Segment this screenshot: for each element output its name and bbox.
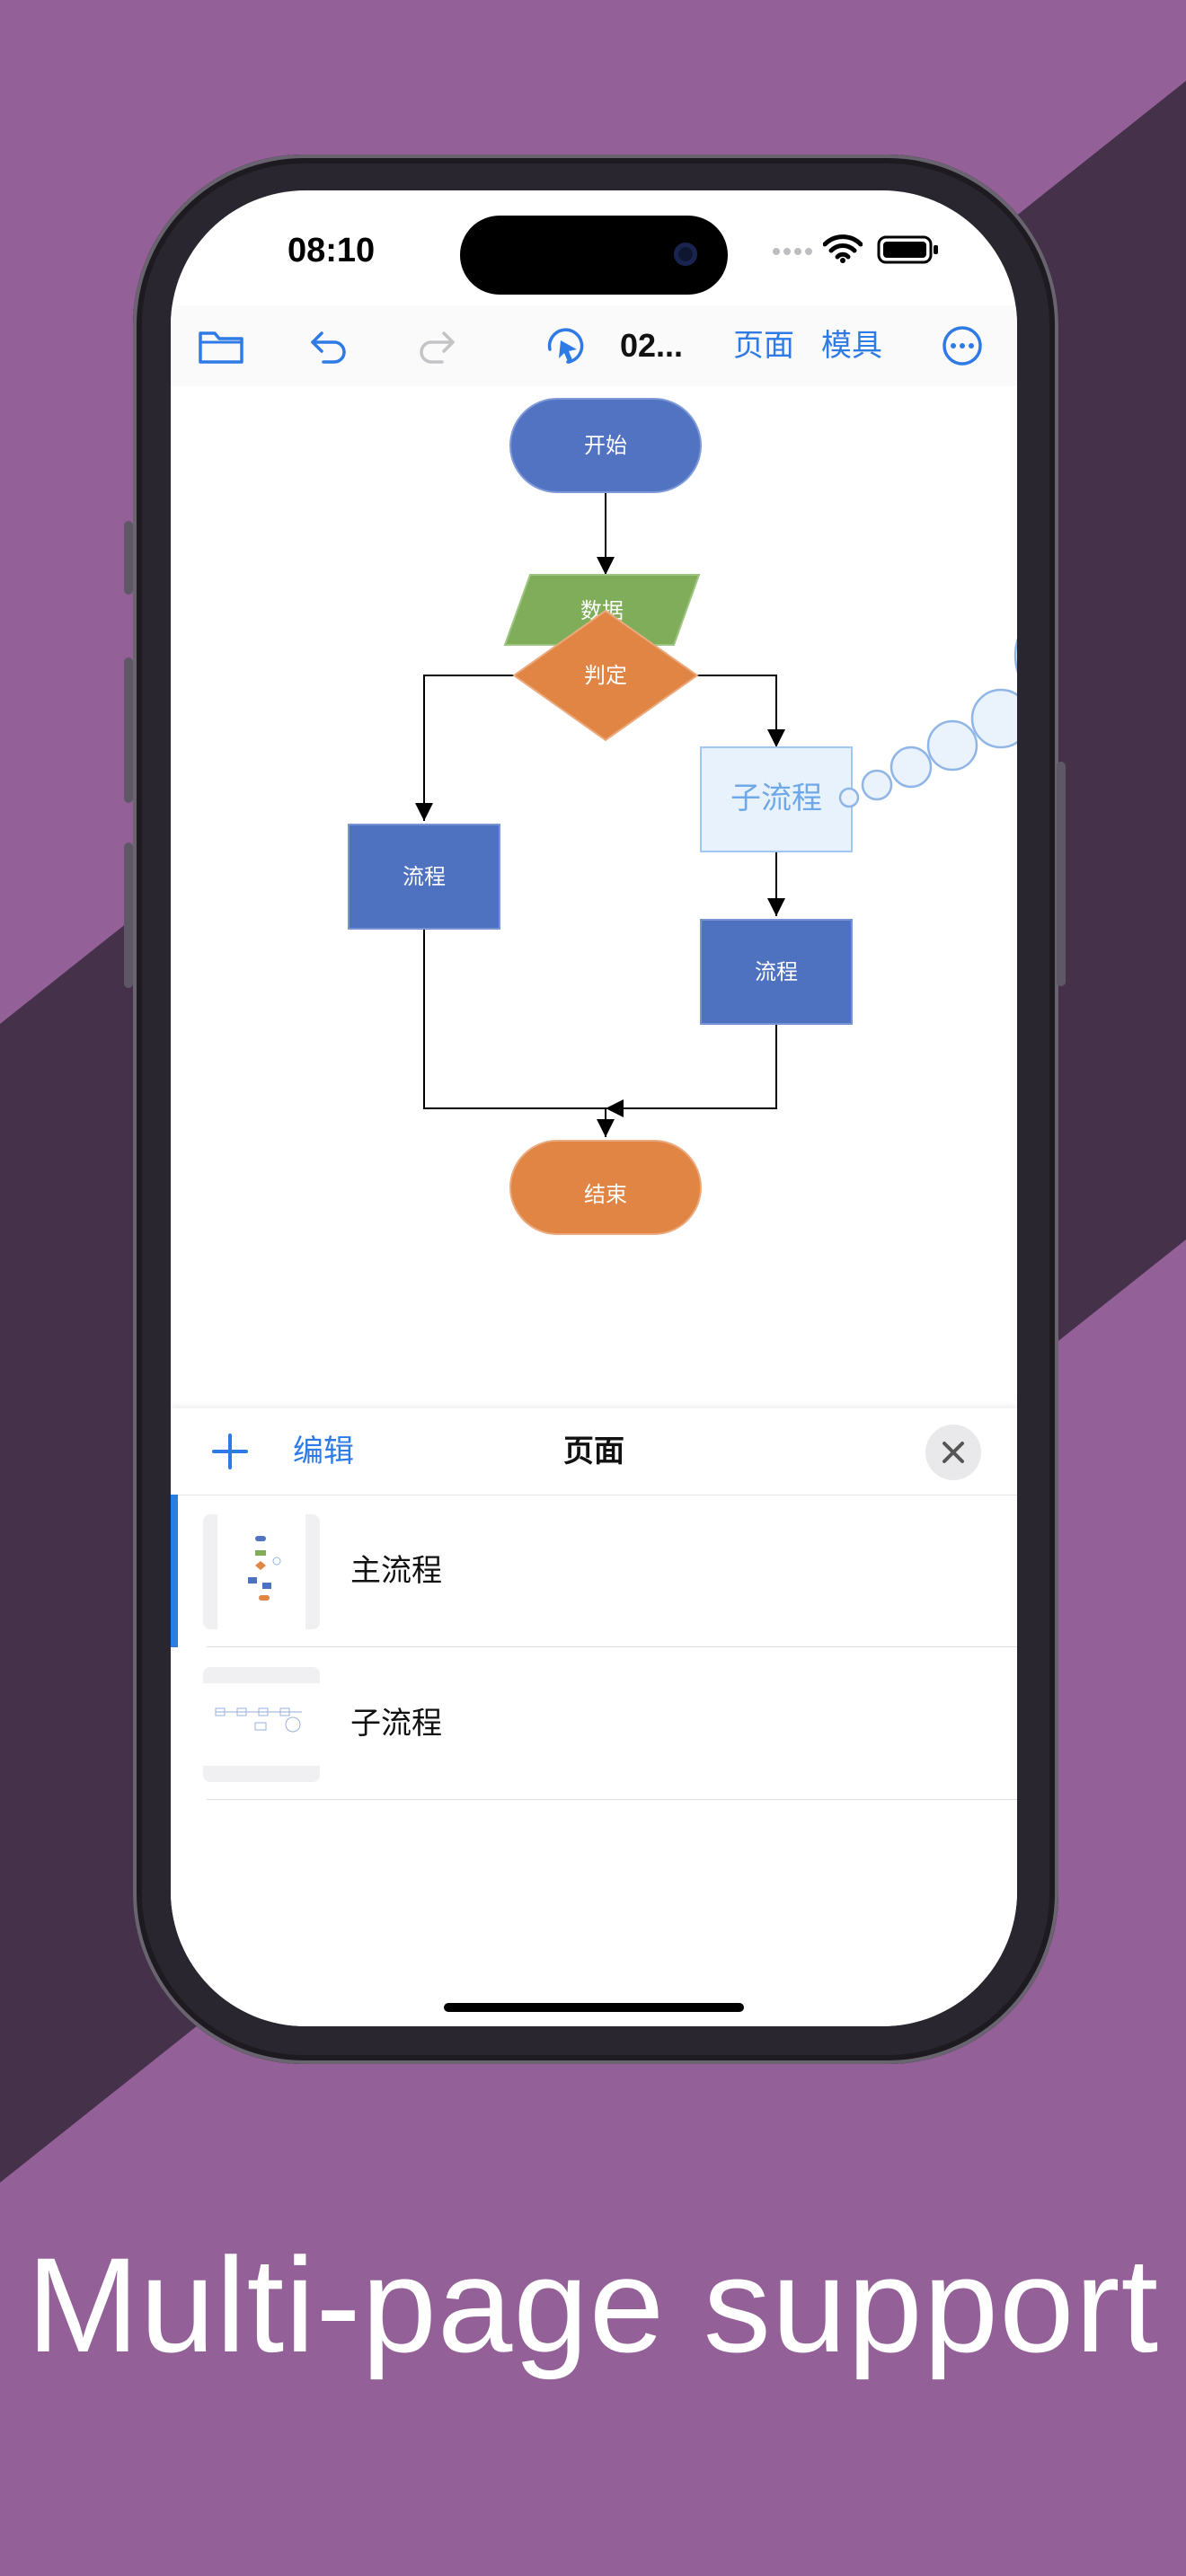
folder-icon [199,331,243,364]
flow-node-process-left-label: 流程 [403,864,446,889]
folder-button[interactable] [189,305,253,386]
select-tool-button[interactable] [532,305,597,386]
home-indicator [444,2003,744,2012]
connector-right-merge [606,1011,777,1117]
volume-up-button [124,657,133,803]
select-pointer-icon [547,328,584,364]
close-panel-button[interactable] [925,1425,981,1480]
page-list-item[interactable]: 子流程 [171,1647,1017,1800]
dynamic-island [460,216,728,295]
redo-button[interactable] [404,305,469,386]
status-time: 08:10 [288,232,376,269]
connector-left-merge [423,925,606,1109]
page-thumbnail [203,1514,320,1629]
volume-down-button [124,842,133,988]
close-icon [943,1442,964,1463]
action-button [124,521,133,595]
flow-node-end[interactable]: 结束 [509,1140,702,1235]
camera-icon [674,243,697,266]
subprocess-callout-bubbles [838,638,1017,808]
marketing-caption: Multi-page support [26,2229,1160,2380]
flow-node-end-label: 结束 [584,1182,627,1207]
pages-panel: 编辑 页面 [171,1408,1017,2026]
more-icon [943,326,982,366]
add-page-button[interactable] [207,1428,253,1475]
page-label: 主流程 [350,1553,442,1589]
flow-node-subprocess[interactable]: 子流程 [700,746,853,852]
flow-node-subprocess-label: 子流程 [730,781,822,816]
flow-node-process-right[interactable]: 流程 [700,919,853,1025]
plus-icon [212,1434,248,1469]
edit-pages-button[interactable]: 编辑 [293,1434,354,1469]
flow-node-process-left[interactable]: 流程 [348,824,500,930]
page-thumbnail [203,1667,320,1782]
pages-panel-header: 编辑 页面 [171,1408,1017,1495]
flow-node-process-right-label: 流程 [755,959,798,984]
editor-toolbar: 02... 页面 模具 [171,305,1017,387]
redo-icon [420,331,455,364]
phone-screen: 08:10 [171,190,1017,2026]
flow-node-decision[interactable]: 判定 [512,609,699,742]
pages-button[interactable]: 页面 [733,328,794,364]
flow-node-start[interactable]: 开始 [509,398,702,493]
cellular-signal-icon [773,248,812,255]
pages-panel-title: 页面 [563,1434,624,1469]
more-button[interactable] [931,305,994,386]
flow-node-data[interactable]: 数据 [503,574,701,646]
battery-icon [877,235,938,264]
connector-decision-left [415,675,514,821]
document-title[interactable]: 02... [620,327,684,364]
selected-indicator [171,1495,178,1647]
power-button [1057,762,1066,986]
status-bar: 08:10 [171,190,1017,305]
undo-icon [311,331,346,364]
templates-button[interactable]: 模具 [821,328,882,364]
page-label: 子流程 [350,1706,442,1742]
flow-node-start-label: 开始 [584,433,627,458]
flow-node-decision-label: 判定 [584,663,627,688]
page-list-item[interactable]: 主流程 [171,1495,1017,1647]
flowchart-canvas[interactable]: 开始 数据 判定 子流程 流程 [171,386,1017,1608]
connector-decision-right [697,675,785,747]
wifi-icon [823,234,863,263]
undo-button[interactable] [296,305,361,386]
